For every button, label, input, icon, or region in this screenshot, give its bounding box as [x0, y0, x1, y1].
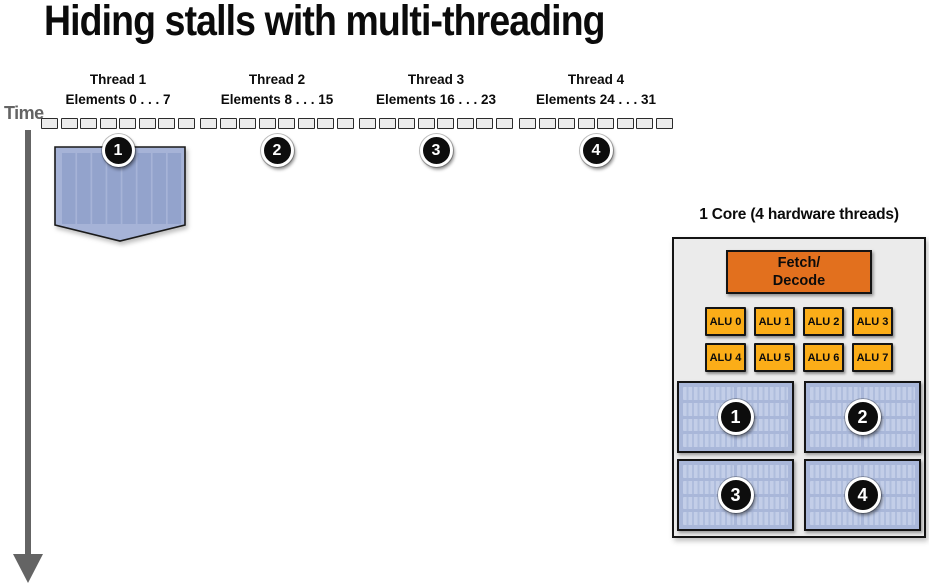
- thread-elements: Elements 8 . . . 15: [220, 91, 334, 107]
- context-cell: [810, 512, 861, 525]
- context-cell: [810, 465, 861, 478]
- element-squares: [200, 118, 354, 130]
- element-square: [636, 118, 654, 130]
- thread-column-1: Thread 1 Elements 0 . . . 7 1: [38, 70, 198, 168]
- context-cell: [864, 387, 915, 400]
- alu-box: ALU 3: [852, 307, 893, 336]
- thread-column-2: Thread 2 Elements 8 . . . 15 2: [197, 70, 357, 168]
- thread-badge: 1: [101, 134, 135, 168]
- context-badge: 3: [717, 477, 754, 513]
- element-square: [476, 118, 494, 130]
- element-square: [99, 118, 117, 130]
- element-square: [495, 118, 513, 130]
- context-cell: [864, 465, 915, 478]
- running-block-stripes: [62, 153, 182, 224]
- element-square: [138, 118, 156, 130]
- execution-context-4: 4: [804, 459, 921, 531]
- element-square: [519, 118, 537, 130]
- thread-name: Thread 1: [89, 72, 147, 87]
- element-square: [538, 118, 556, 130]
- fetch-decode-line1: Fetch/: [777, 254, 821, 271]
- fetch-decode-box: Fetch/ Decode: [726, 250, 872, 294]
- context-cell: [737, 512, 788, 525]
- core-title: 1 Core (4 hardware threads): [699, 206, 899, 223]
- element-square: [177, 118, 195, 130]
- core-panel: Fetch/ Decode ALU 0 ALU 1 ALU 2 ALU 3 AL…: [672, 237, 926, 538]
- thread-badge: 4: [579, 134, 613, 168]
- context-cell: [737, 434, 788, 447]
- element-square: [336, 118, 354, 130]
- alu-box: ALU 5: [754, 343, 795, 372]
- thread-name: Thread 3: [407, 72, 465, 87]
- context-cell: [683, 465, 734, 478]
- time-label: Time: [4, 103, 44, 123]
- thread-name: Thread 4: [567, 72, 625, 87]
- element-squares: [519, 118, 673, 130]
- element-square: [60, 118, 78, 130]
- alu-box: ALU 2: [803, 307, 844, 336]
- execution-context-3: 3: [677, 459, 794, 531]
- alu-box: ALU 6: [803, 343, 844, 372]
- thread-column-3: Thread 3 Elements 16 . . . 23 3: [356, 70, 516, 168]
- element-square: [219, 118, 237, 130]
- element-square: [80, 118, 98, 130]
- alu-box: ALU 4: [705, 343, 746, 372]
- context-cell: [683, 434, 734, 447]
- thread-elements: Elements 0 . . . 7: [65, 91, 171, 107]
- thread-badge: 3: [419, 134, 453, 168]
- thread-name: Thread 2: [248, 72, 306, 87]
- execution-context-1: 1: [677, 381, 794, 453]
- context-cell: [864, 512, 915, 525]
- thread-elements: Elements 16 . . . 23: [375, 91, 497, 107]
- element-square: [616, 118, 634, 130]
- element-square: [417, 118, 435, 130]
- thread-badge: 2: [260, 134, 294, 168]
- element-square: [297, 118, 315, 130]
- element-square: [258, 118, 276, 130]
- element-squares: [359, 118, 513, 130]
- thread-elements: Elements 24 . . . 31: [535, 91, 657, 107]
- element-square: [456, 118, 474, 130]
- context-cell: [737, 387, 788, 400]
- element-squares: [41, 118, 195, 130]
- running-block: [54, 146, 186, 242]
- page-title: Hiding stalls with multi-threading: [44, 0, 606, 45]
- context-cell: [864, 434, 915, 447]
- element-square: [278, 118, 296, 130]
- element-square: [577, 118, 595, 130]
- context-grid: 1 2 3 4: [677, 381, 921, 531]
- context-cell: [683, 512, 734, 525]
- thread-column-4: Thread 4 Elements 24 . . . 31 4: [516, 70, 676, 168]
- context-badge: 4: [844, 477, 881, 513]
- element-square: [200, 118, 218, 130]
- alu-box: ALU 7: [852, 343, 893, 372]
- element-square: [655, 118, 673, 130]
- context-cell: [810, 387, 861, 400]
- context-cell: [737, 465, 788, 478]
- alu-box: ALU 0: [705, 307, 746, 336]
- element-square: [158, 118, 176, 130]
- element-square: [239, 118, 257, 130]
- element-square: [359, 118, 377, 130]
- element-square: [398, 118, 416, 130]
- element-square: [437, 118, 455, 130]
- alu-box: ALU 1: [754, 307, 795, 336]
- context-cell: [810, 434, 861, 447]
- alu-grid: ALU 0 ALU 1 ALU 2 ALU 3 ALU 4 ALU 5 ALU …: [705, 307, 893, 372]
- element-square: [558, 118, 576, 130]
- fetch-decode-line2: Decode: [772, 273, 826, 289]
- context-cell: [683, 387, 734, 400]
- element-square: [378, 118, 396, 130]
- element-square: [41, 118, 59, 130]
- time-arrow: [13, 130, 43, 583]
- element-square: [317, 118, 335, 130]
- element-square: [597, 118, 615, 130]
- context-badge: 1: [717, 399, 754, 435]
- context-badge: 2: [844, 399, 881, 435]
- element-square: [119, 118, 137, 130]
- execution-context-2: 2: [804, 381, 921, 453]
